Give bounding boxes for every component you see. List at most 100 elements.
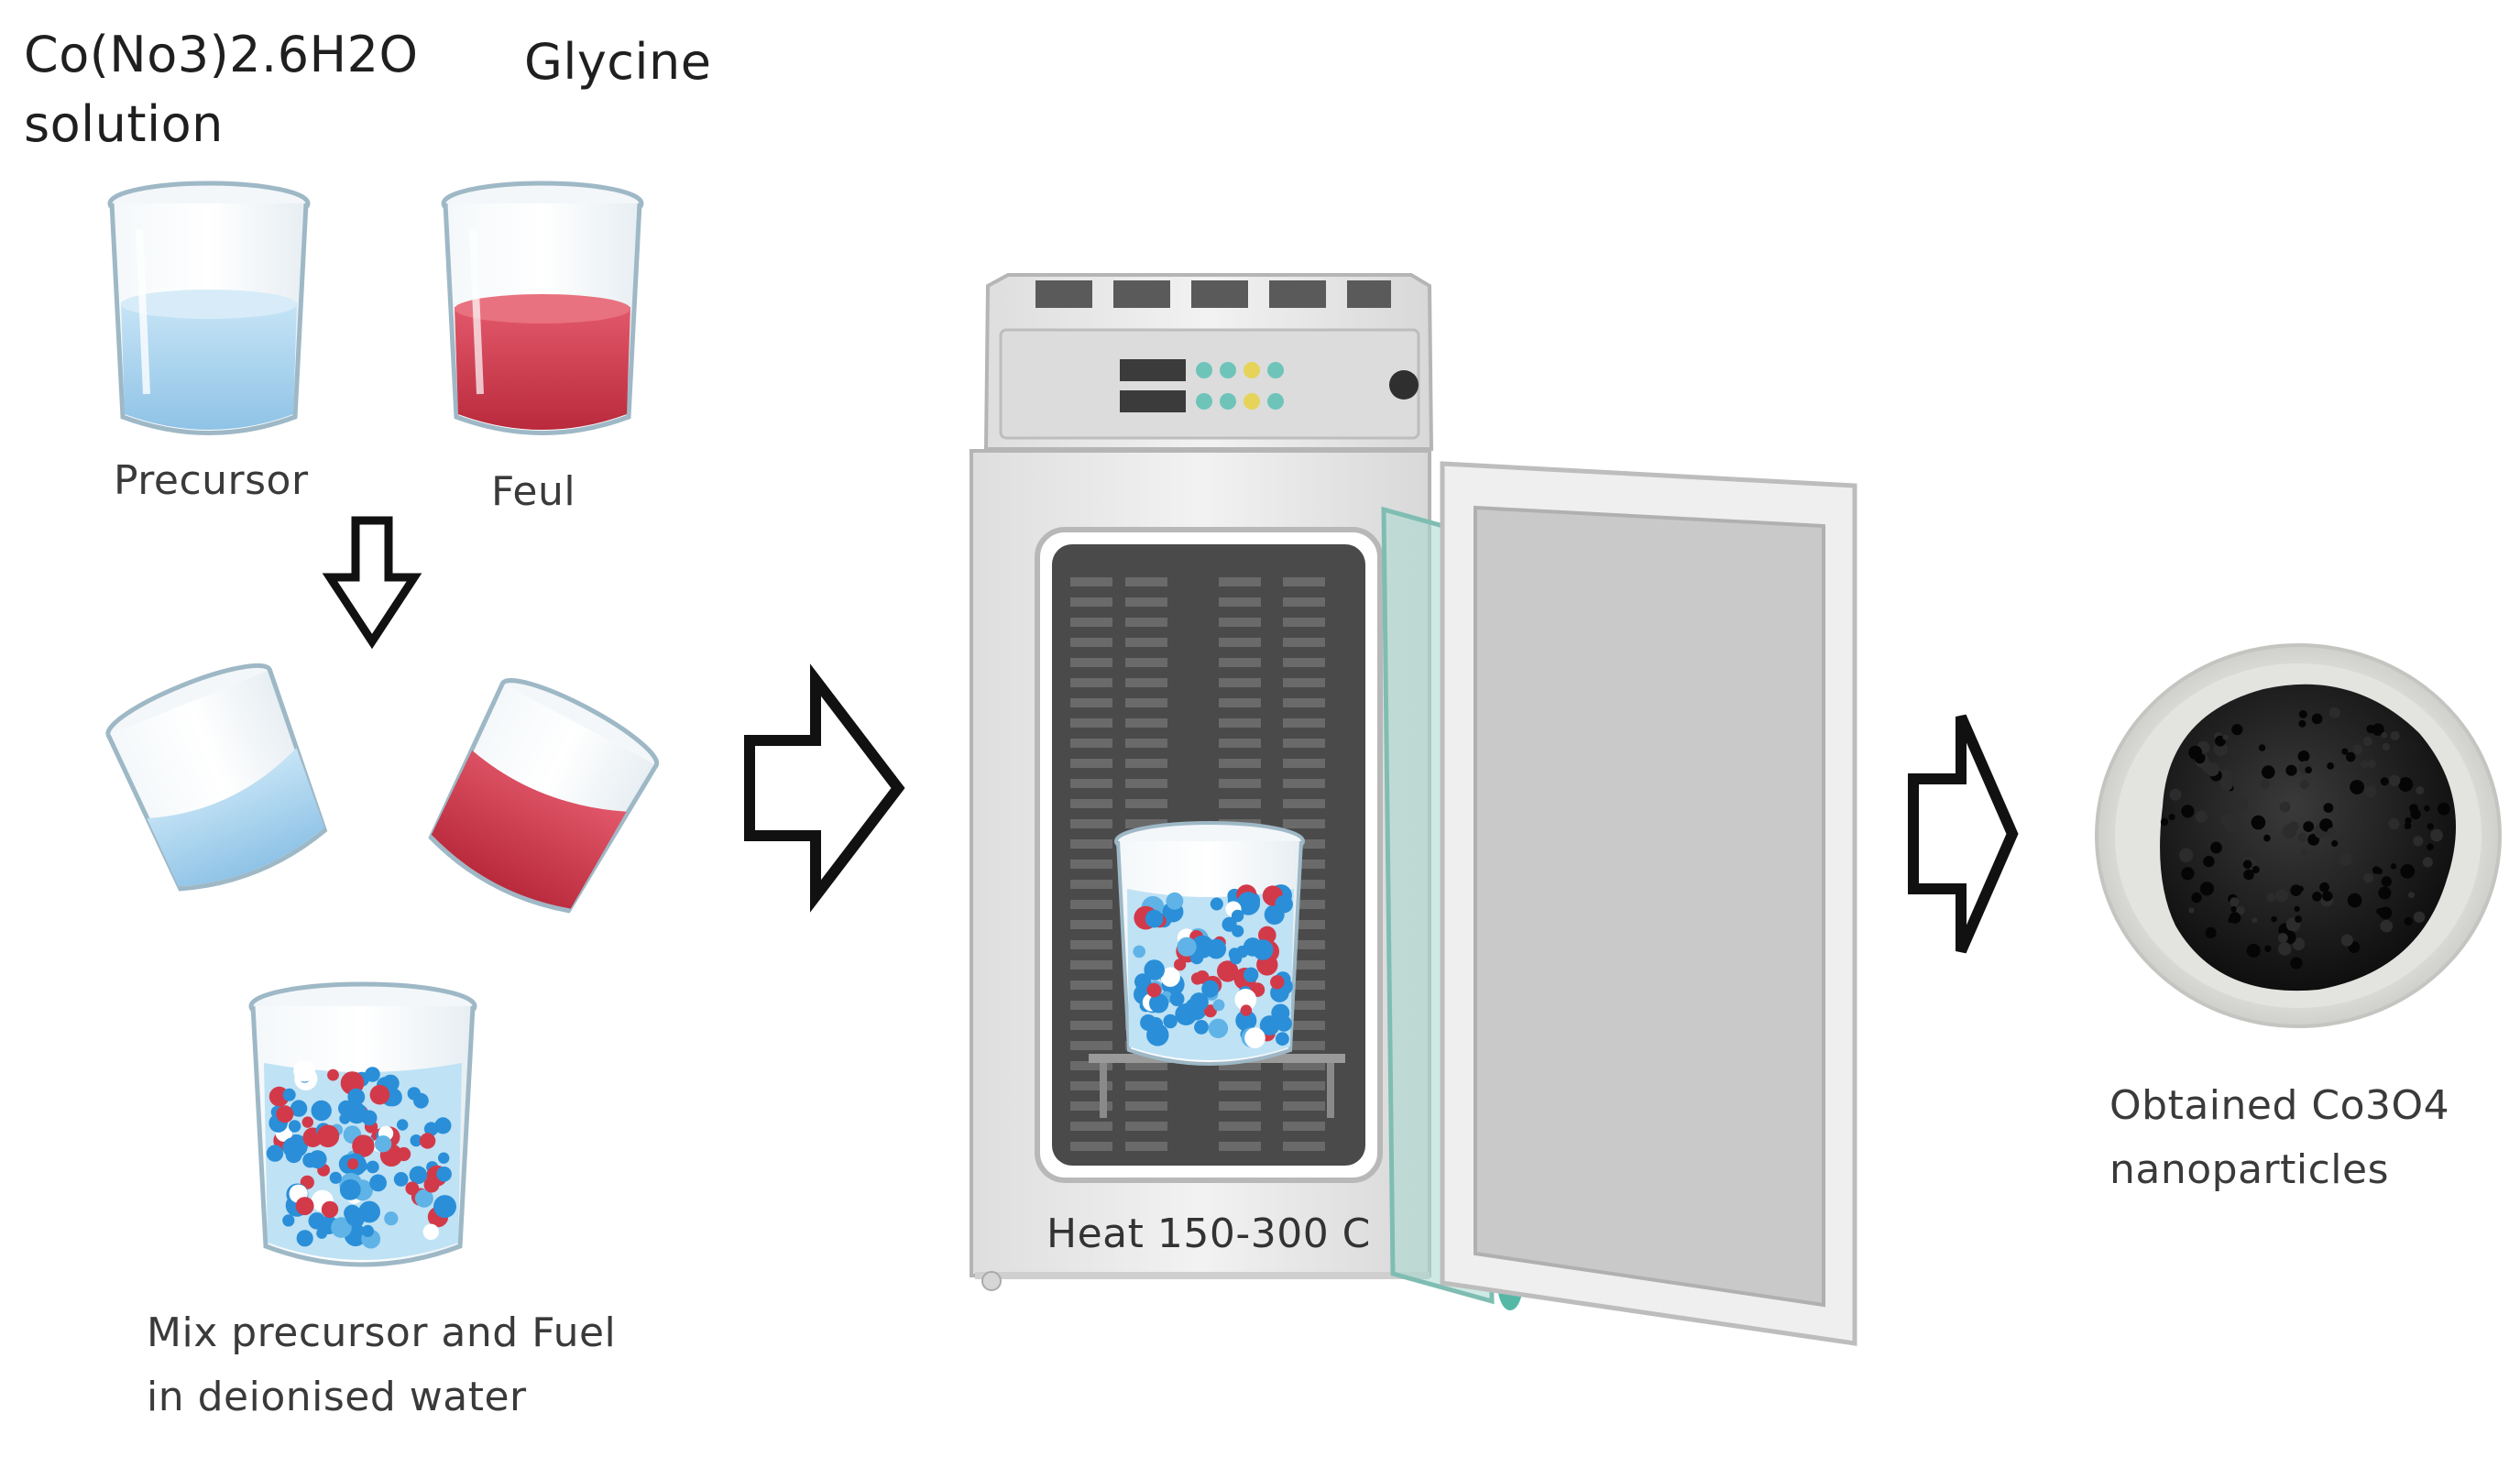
rack-slot: [1219, 1142, 1261, 1151]
rack-slot: [1219, 1122, 1261, 1131]
particle: [1252, 939, 1274, 960]
particle: [434, 1117, 452, 1134]
rack-slot: [1283, 1122, 1325, 1131]
rack-slot: [1283, 799, 1325, 808]
rack-slot: [1125, 1122, 1167, 1131]
rack-slot: [1125, 799, 1167, 808]
particle: [358, 1200, 380, 1223]
powder-grain: [2367, 760, 2377, 769]
rack-slot: [1219, 1061, 1261, 1070]
particle: [1236, 892, 1261, 915]
particle: [345, 1102, 367, 1124]
particle: [393, 1172, 409, 1187]
powder-grain: [2277, 933, 2288, 943]
rack-slot: [1070, 1122, 1112, 1131]
powder-grain: [2405, 816, 2412, 825]
powder-grain: [2264, 945, 2272, 953]
powder-grain: [2327, 827, 2337, 838]
rack-slot: [1070, 940, 1112, 949]
powder-grain: [2372, 723, 2384, 736]
powder-grain: [2404, 916, 2413, 926]
particle: [384, 1211, 399, 1226]
rack-slot: [1070, 1061, 1112, 1070]
powder-grain: [2437, 802, 2450, 816]
rack-slot: [1219, 698, 1261, 707]
powder-grain: [2319, 882, 2330, 893]
powder-grain: [2424, 805, 2430, 812]
powder-grain: [2294, 905, 2300, 913]
powder-grain: [2231, 724, 2243, 736]
powder-grain: [2195, 810, 2208, 823]
powder-grain: [2285, 764, 2297, 776]
rack-slot: [1219, 577, 1261, 586]
particle: [311, 1100, 332, 1122]
rack-slot: [1125, 597, 1167, 607]
powder-grain: [2378, 886, 2392, 900]
powder-grain: [2251, 815, 2266, 830]
rack-slot: [1125, 678, 1167, 687]
powder-grain: [2422, 857, 2433, 868]
rack-slot: [1070, 980, 1112, 990]
powder-grain: [2427, 823, 2434, 830]
powder-grain: [2347, 893, 2362, 908]
rack-slot: [1125, 1142, 1167, 1151]
particle: [329, 1171, 342, 1184]
rack-slot: [1125, 1101, 1167, 1111]
powder-grain: [2413, 911, 2426, 923]
particle: [1149, 993, 1169, 1013]
rack-slot: [1283, 1001, 1325, 1010]
precursor-beaker-icon: [107, 181, 311, 435]
powder-grain: [2271, 915, 2277, 923]
powder-grain: [2379, 906, 2393, 920]
rack-slot: [1283, 960, 1325, 970]
rack-slot: [1219, 799, 1261, 808]
powder-grain: [2408, 892, 2415, 899]
process-arrow-icon: [744, 663, 905, 913]
powder-grain: [2262, 765, 2275, 779]
powder-grain: [2350, 780, 2365, 794]
powder-grain: [2241, 766, 2249, 774]
particle: [1231, 909, 1244, 923]
rack-slot: [1283, 779, 1325, 788]
rack-slot: [1219, 618, 1261, 627]
powder-grain: [2380, 777, 2389, 786]
powder-grain: [2297, 750, 2310, 762]
tilted-fuel-beaker-icon: [428, 678, 660, 914]
powder-grain: [2346, 751, 2356, 762]
particle: [301, 1116, 313, 1128]
rack-slot: [1283, 1142, 1325, 1151]
rack-slot: [1125, 718, 1167, 728]
particle: [316, 1124, 340, 1148]
particle: [295, 1197, 314, 1216]
powder-grain: [2376, 868, 2383, 875]
mix-caption: Mix precursor and Fuel in deionised wate…: [147, 1309, 617, 1420]
particle: [293, 1059, 315, 1082]
particle: [1160, 967, 1180, 987]
powder-grain: [2243, 869, 2254, 881]
rack-slot: [1070, 678, 1112, 687]
particle: [339, 1179, 361, 1200]
particle: [369, 1174, 387, 1192]
rack-slot: [1070, 718, 1112, 728]
rack-slot: [1070, 799, 1112, 808]
powder-grain: [2233, 796, 2249, 811]
powder-grain: [2203, 855, 2215, 868]
rack-slot: [1070, 920, 1112, 929]
particle: [413, 1092, 429, 1109]
powder-grain: [2292, 937, 2306, 951]
particle: [438, 1152, 450, 1164]
powder-grain: [2230, 897, 2240, 907]
rack-slot: [1219, 638, 1261, 647]
particle: [1175, 1003, 1198, 1025]
particle: [290, 1100, 308, 1117]
powder-grain: [2199, 882, 2214, 896]
rack-slot: [1070, 658, 1112, 667]
rack-slot: [1283, 819, 1325, 828]
powder-grain: [2299, 780, 2309, 790]
rack-slot: [1283, 638, 1325, 647]
particle: [1212, 999, 1225, 1012]
particle: [282, 1214, 295, 1227]
rack-slot: [1283, 940, 1325, 949]
powder-grain: [2242, 860, 2252, 870]
